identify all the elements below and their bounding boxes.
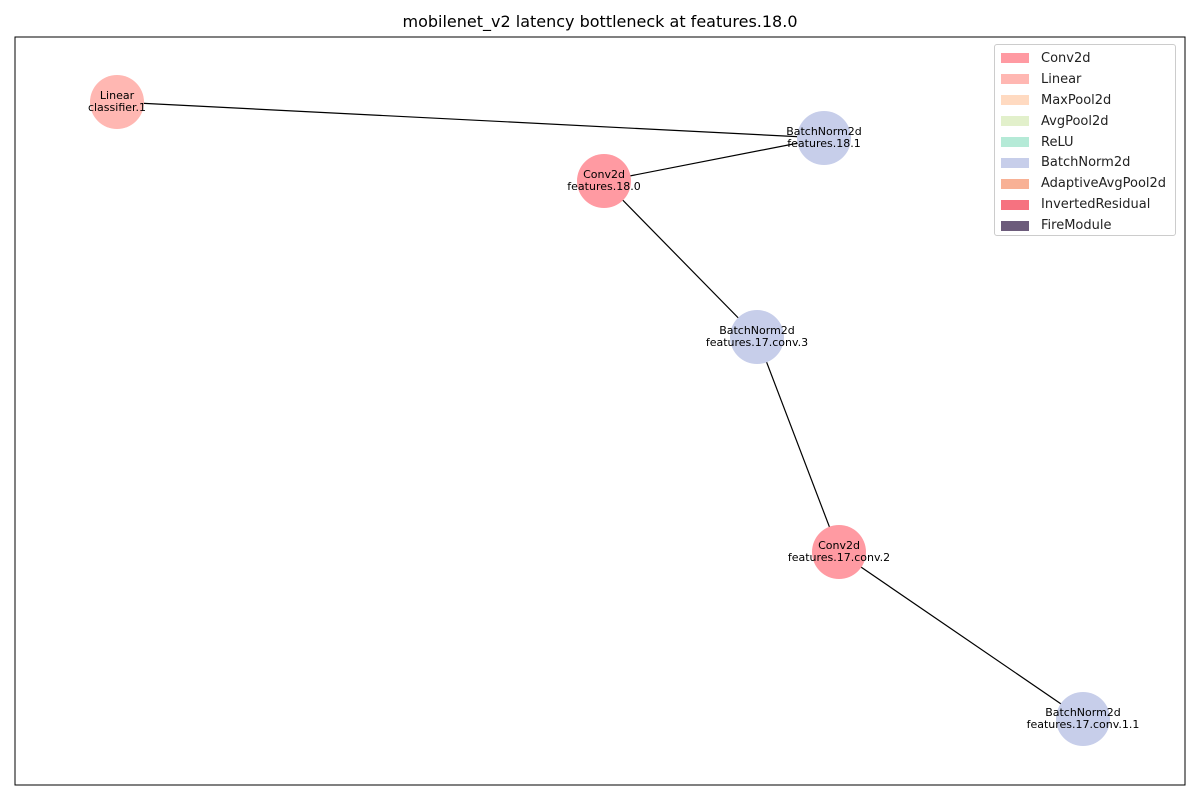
legend-swatch — [1001, 157, 1029, 168]
graph-edge — [838, 551, 1084, 720]
node-type-label: BatchNorm2d — [719, 324, 795, 337]
legend-item: MaxPool2d — [1001, 90, 1169, 111]
legend-label: ReLU — [1041, 134, 1074, 150]
graph-edge — [603, 137, 825, 182]
node-layer: Linearclassifier.1BatchNorm2dfeatures.18… — [88, 75, 1139, 746]
legend-label: Conv2d — [1041, 50, 1091, 66]
chart-title: mobilenet_v2 latency bottleneck at featu… — [402, 12, 798, 31]
node-circle — [730, 310, 784, 364]
node-type-label: BatchNorm2d — [1045, 706, 1121, 719]
legend-label: InvertedResidual — [1041, 197, 1151, 213]
legend-swatch — [1001, 199, 1029, 210]
legend-item: InvertedResidual — [1001, 194, 1169, 215]
legend-item: AvgPool2d — [1001, 111, 1169, 132]
legend-swatch — [1001, 220, 1029, 231]
node-name-label: features.17.conv.1.1 — [1027, 718, 1140, 731]
node-name-label: features.18.1 — [787, 137, 860, 150]
node-name-label: features.17.conv.2 — [788, 551, 890, 564]
node-type-label: Conv2d — [818, 539, 860, 552]
node-circle — [577, 154, 631, 208]
legend-label: FireModule — [1041, 218, 1112, 234]
legend-item: ReLU — [1001, 132, 1169, 153]
node-type-label: Conv2d — [583, 168, 625, 181]
graph-edge — [756, 336, 840, 553]
legend-label: MaxPool2d — [1041, 92, 1112, 108]
legend-label: Linear — [1041, 71, 1082, 87]
legend-item: FireModule — [1001, 215, 1169, 236]
node-circle — [812, 525, 866, 579]
legend-swatch — [1001, 178, 1029, 189]
plot-frame — [14, 36, 1186, 786]
node-name-label: features.17.conv.3 — [706, 336, 808, 349]
legend-swatch — [1001, 74, 1029, 85]
graph-edge — [116, 101, 825, 139]
legend-swatch — [1001, 116, 1029, 127]
legend-item: BatchNorm2d — [1001, 152, 1169, 173]
legend-item: AdaptiveAvgPool2d — [1001, 173, 1169, 194]
graph-edge — [603, 180, 758, 338]
legend-label: AdaptiveAvgPool2d — [1041, 176, 1167, 192]
legend-label: BatchNorm2d — [1041, 155, 1131, 171]
legend-item: Linear — [1001, 69, 1169, 90]
legend-swatch — [1001, 95, 1029, 106]
node-name-label: classifier.1 — [88, 101, 146, 114]
node-type-label: BatchNorm2d — [786, 125, 862, 138]
node-circle — [1056, 692, 1110, 746]
node-circle — [90, 75, 144, 129]
legend-item: Conv2d — [1001, 48, 1169, 69]
legend-label: AvgPool2d — [1041, 113, 1109, 129]
node-type-label: Linear — [100, 89, 135, 102]
node-name-label: features.18.0 — [567, 180, 640, 193]
legend-swatch — [1001, 53, 1029, 64]
edge-layer — [116, 101, 1084, 720]
node-circle — [797, 111, 851, 165]
legend-swatch — [1001, 137, 1029, 147]
